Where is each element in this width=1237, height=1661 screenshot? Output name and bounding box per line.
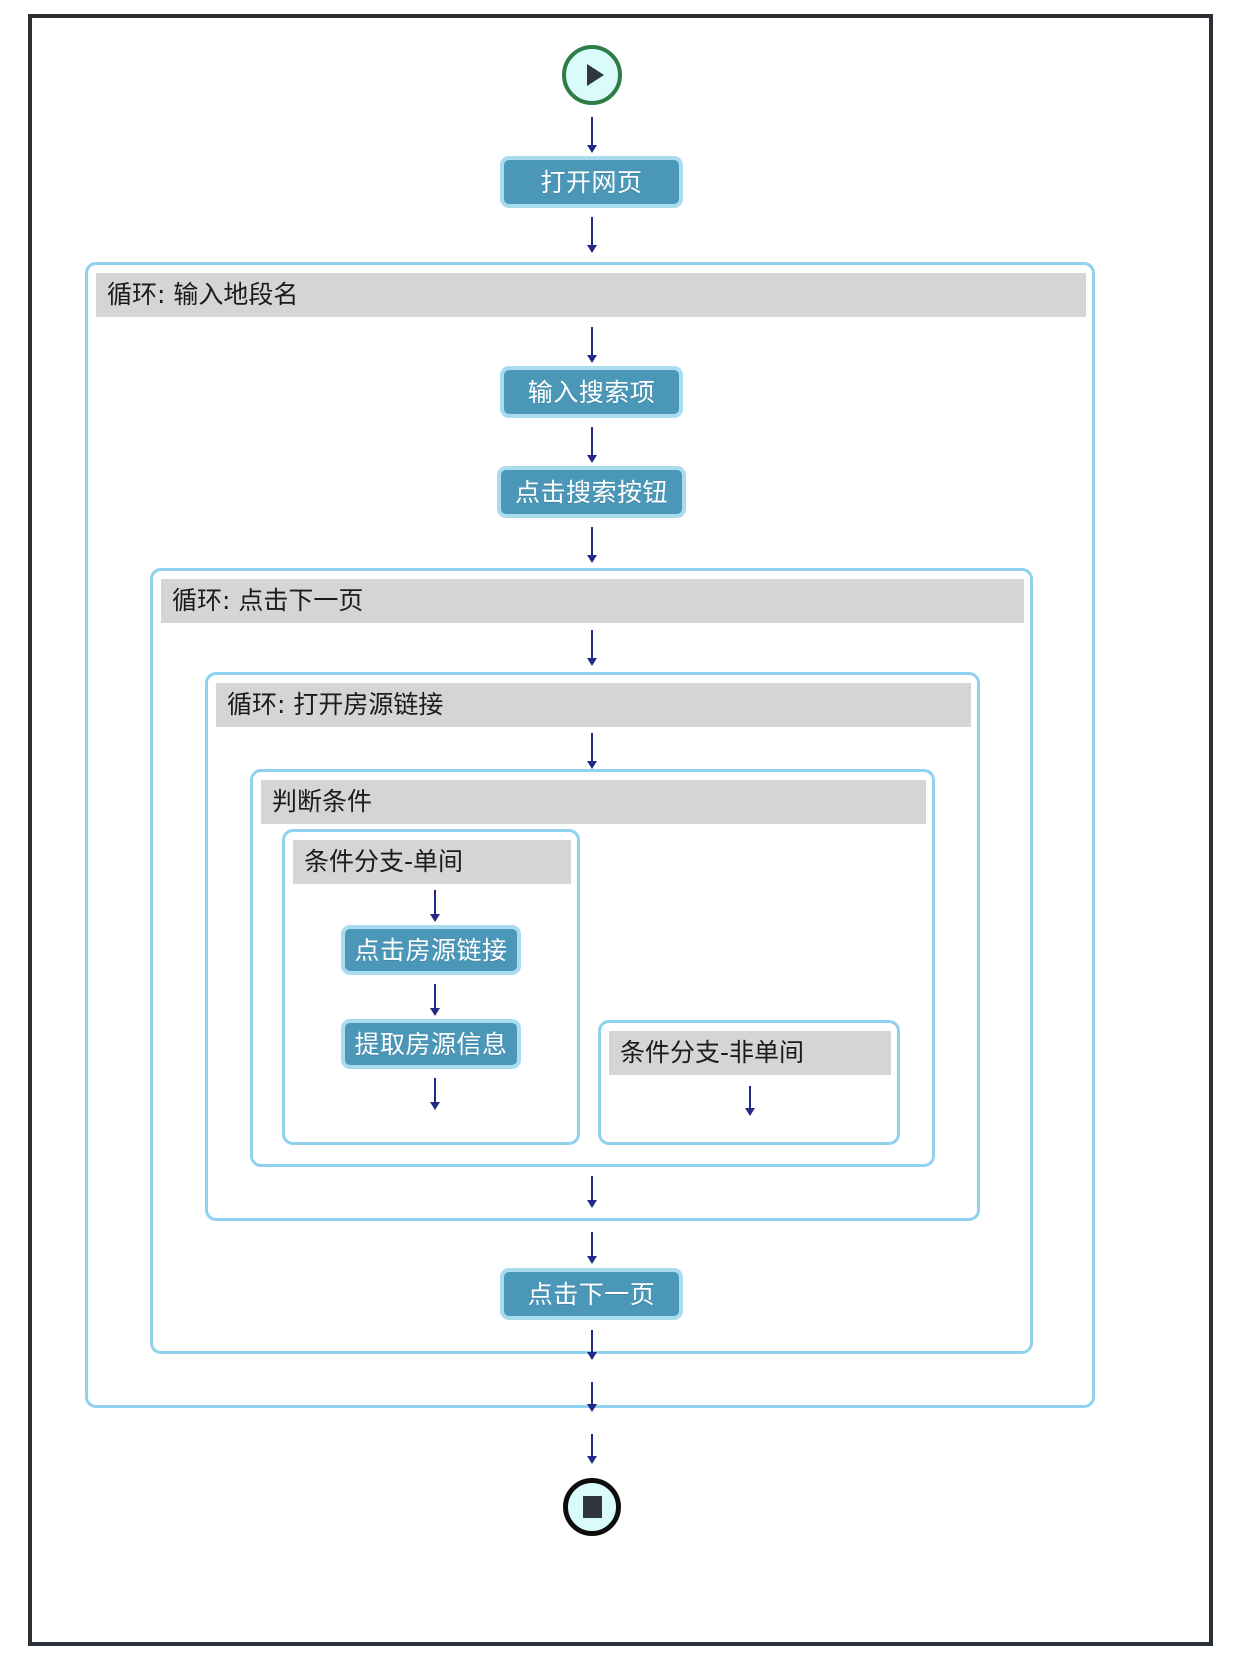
loop-open-listing-link-title: 循环: 打开房源链接 [216, 683, 971, 727]
connector-arrow [739, 1086, 761, 1116]
connector-arrow [581, 1232, 603, 1264]
start-node[interactable] [562, 45, 622, 105]
branch-single-room[interactable]: 条件分支-单间 [282, 829, 580, 1145]
connector-arrow [581, 217, 603, 253]
connector-arrow [581, 1382, 603, 1412]
loop-input-district-title: 循环: 输入地段名 [96, 273, 1086, 317]
connector-arrow [581, 1434, 603, 1464]
play-icon [586, 64, 604, 86]
action-input-search-term[interactable]: 输入搜索项 [500, 366, 683, 418]
branch-non-single-room[interactable]: 条件分支-非单间 [598, 1020, 900, 1145]
connector-arrow [424, 984, 446, 1016]
connector-arrow [581, 733, 603, 769]
end-node[interactable] [563, 1478, 621, 1536]
condition-block-title: 判断条件 [261, 780, 926, 824]
stop-icon [582, 1496, 602, 1518]
branch-single-room-title: 条件分支-单间 [293, 840, 571, 884]
branch-non-single-room-title: 条件分支-非单间 [609, 1031, 891, 1075]
loop-click-next-page-title: 循环: 点击下一页 [161, 579, 1024, 623]
action-click-next-page[interactable]: 点击下一页 [500, 1268, 683, 1320]
connector-arrow [581, 630, 603, 666]
loop-open-listing-link[interactable]: 循环: 打开房源链接 [205, 672, 980, 1221]
connector-arrow [581, 117, 603, 153]
connector-arrow [581, 1176, 603, 1208]
connector-arrow [581, 327, 603, 363]
connector-arrow [581, 427, 603, 463]
condition-block[interactable]: 判断条件 [250, 769, 935, 1167]
action-click-listing-link[interactable]: 点击房源链接 [341, 925, 521, 975]
action-open-page[interactable]: 打开网页 [500, 156, 683, 208]
connector-arrow [581, 1330, 603, 1360]
connector-arrow [581, 527, 603, 563]
connector-arrow [424, 890, 446, 922]
action-click-search-button[interactable]: 点击搜索按钮 [497, 466, 686, 518]
connector-arrow [424, 1078, 446, 1110]
action-extract-listing-info[interactable]: 提取房源信息 [341, 1019, 521, 1069]
